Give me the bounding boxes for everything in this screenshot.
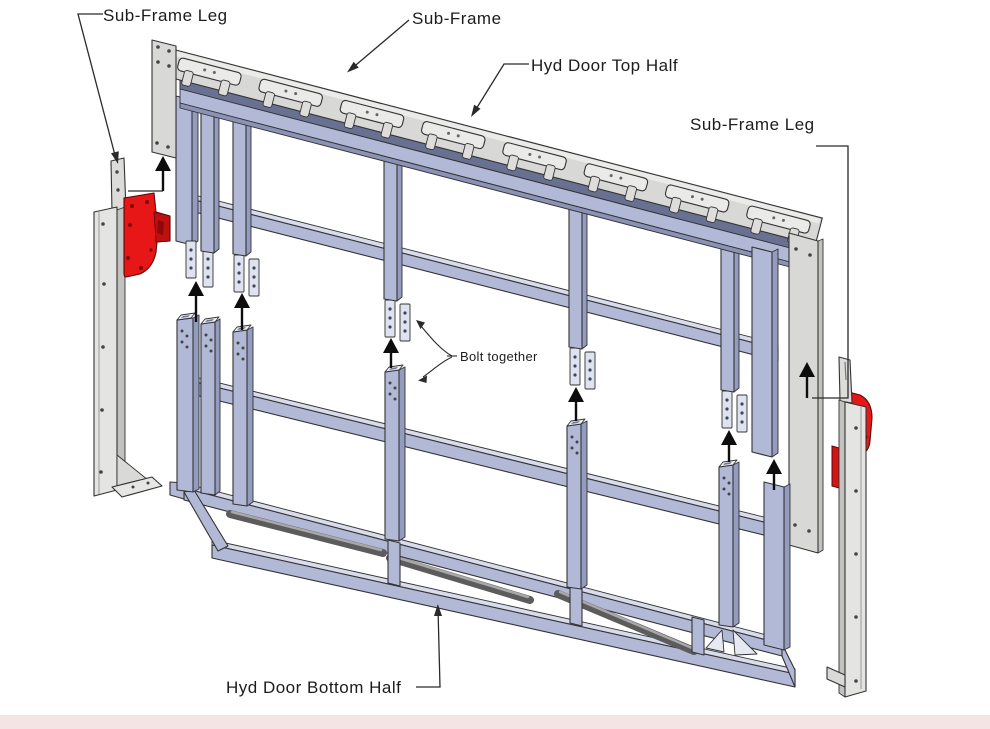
- bottom-posts: [176, 312, 740, 628]
- leader-bolt-together-lower: [422, 356, 453, 378]
- leader-hyd-door-top-half: [472, 63, 529, 115]
- assembly-arrows: [128, 156, 815, 490]
- label-hyd-door-top-half: Hyd Door Top Half: [531, 56, 678, 75]
- callouts: Sub-Frame Leg Sub-Frame Hyd Door Top Hal…: [77, 6, 849, 697]
- hinge-left: [123, 192, 171, 278]
- sub-frame-left-plate: [151, 39, 177, 159]
- footer-band: [0, 715, 990, 729]
- label-sub-frame-leg-right: Sub-Frame Leg: [690, 115, 815, 134]
- sub-frame-leg-right-drawing: [826, 356, 873, 698]
- sub-frame-leg-left-drawing: [93, 157, 171, 498]
- leader-sub-frame-leg-left: [77, 13, 117, 160]
- sub-frame-right-plate: [788, 232, 819, 554]
- label-sub-frame-leg-left: Sub-Frame Leg: [103, 6, 228, 25]
- leader-sub-frame-leg-right: [812, 145, 849, 399]
- hyd-door-bottom-half-drawing: [169, 312, 796, 688]
- leader-bolt-together-upper: [420, 325, 453, 357]
- leader-sub-frame: [349, 19, 410, 71]
- label-bolt-together: Bolt together: [460, 349, 538, 364]
- leg-foot-right: [826, 666, 846, 688]
- label-sub-frame: Sub-Frame: [412, 9, 502, 28]
- leader-hyd-door-bottom-half: [416, 607, 441, 688]
- cross-braces: [226, 510, 698, 655]
- hyd-door-top-half-drawing: [175, 78, 791, 458]
- sub-frame-drawing: [151, 39, 824, 554]
- label-hyd-door-bottom-half: Hyd Door Bottom Half: [226, 678, 401, 697]
